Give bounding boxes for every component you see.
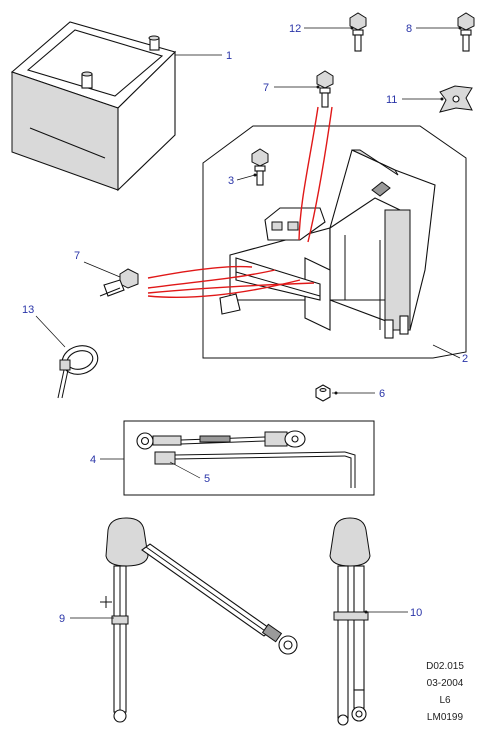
battery-strap-10 <box>329 517 371 726</box>
reference-model: L6 <box>439 695 451 706</box>
reference-code: D02.015 <box>426 661 464 672</box>
battery <box>10 21 177 192</box>
callout-10: 10 <box>410 607 422 619</box>
fixing-lines <box>147 106 333 299</box>
reference-drawing-id: LM0199 <box>427 712 464 723</box>
callout-6: 6 <box>379 388 385 400</box>
callout-3: 3 <box>228 175 234 187</box>
bolt-7-left <box>99 268 139 297</box>
callout-2: 2 <box>462 353 468 365</box>
reference-date: 03-2004 <box>427 678 464 689</box>
battery-tray <box>219 149 436 339</box>
callout-9: 9 <box>59 613 65 625</box>
battery-cable <box>136 430 356 488</box>
battery-strap-9 <box>100 517 298 723</box>
callout-12: 12 <box>289 23 301 35</box>
bolt-12 <box>349 12 367 52</box>
bolt-7-top <box>316 70 334 108</box>
cable-box <box>123 420 375 496</box>
callout-8: 8 <box>406 23 412 35</box>
callout-7-top: 7 <box>263 82 269 94</box>
callout-13: 13 <box>22 304 34 316</box>
callout-1: 1 <box>226 50 232 62</box>
bolt-3 <box>251 148 269 186</box>
nut-6 <box>315 384 331 402</box>
callout-4: 4 <box>90 454 96 466</box>
tray-outline <box>202 125 467 359</box>
callout-5: 5 <box>204 473 210 485</box>
cable-tie-13 <box>57 345 99 399</box>
clip-11 <box>439 85 473 113</box>
callout-7-left: 7 <box>74 250 80 262</box>
bolt-8 <box>457 12 475 52</box>
callout-11: 11 <box>386 94 397 106</box>
